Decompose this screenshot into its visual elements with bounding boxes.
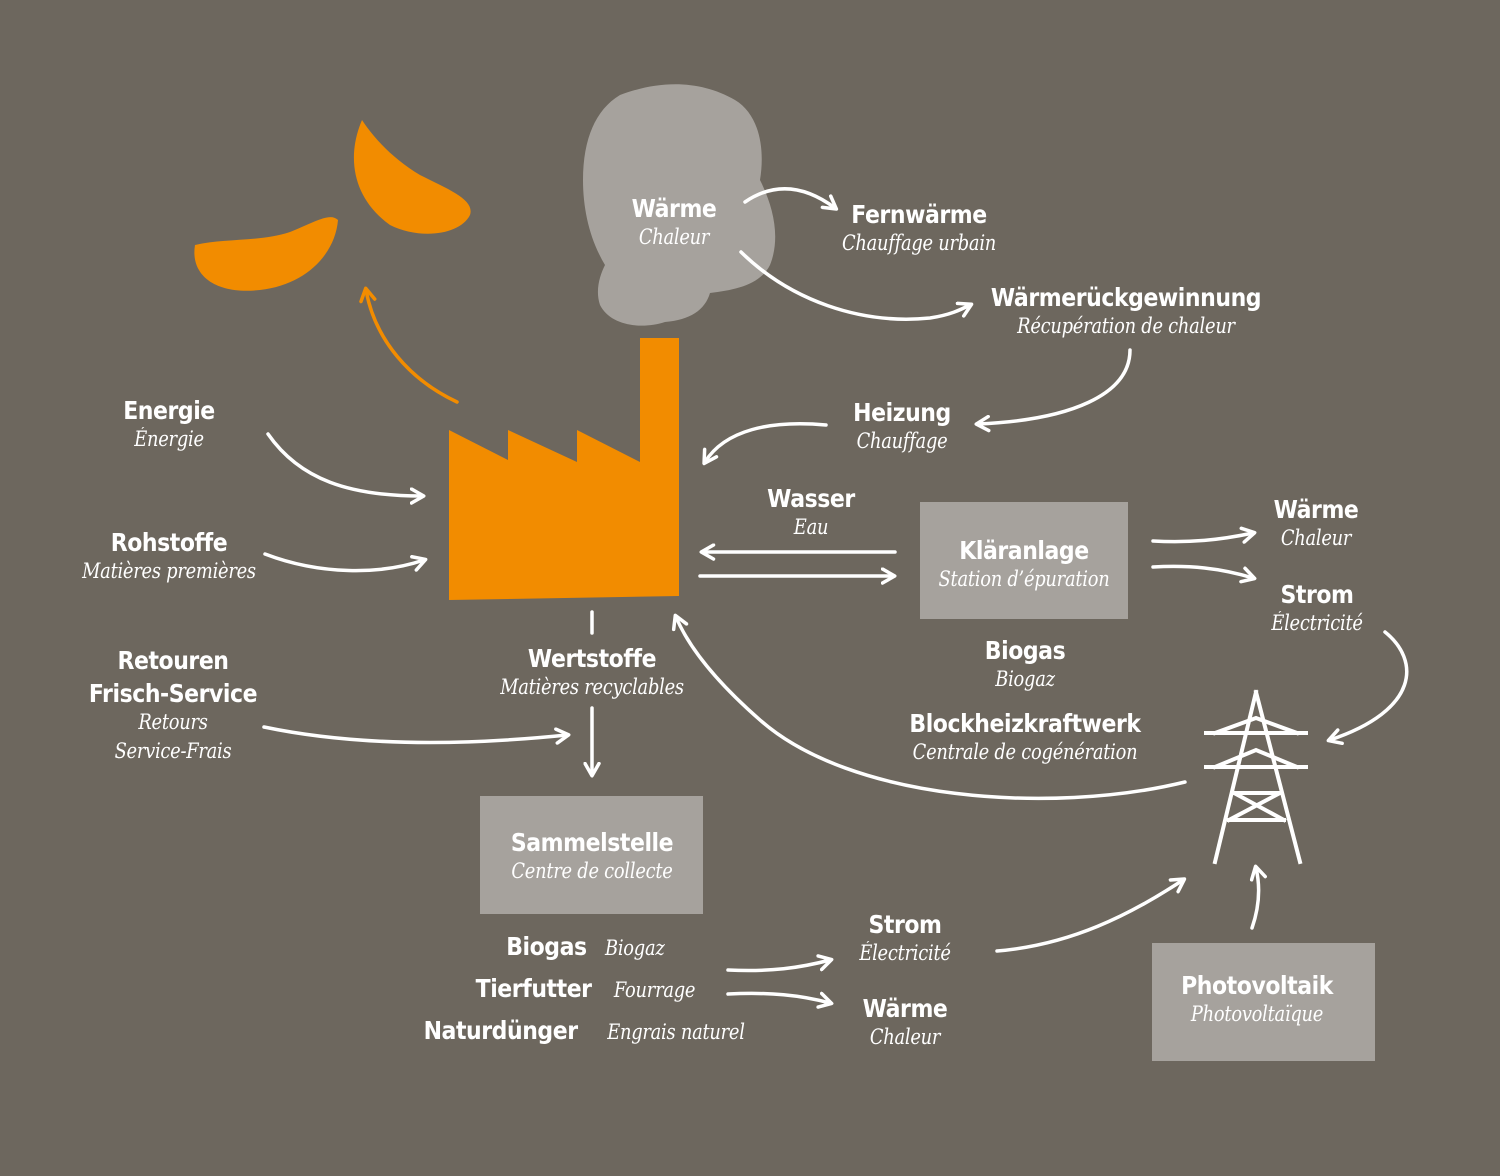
output-natural-fertilizer: Naturdünger Engrais naturel (423, 1016, 745, 1045)
arrow-power-to-pylon (1326, 630, 1409, 746)
cloud-heat-label: Wärme Chaleur (631, 194, 717, 249)
cloud-icon (583, 84, 776, 326)
arrow-pylon-to-factory (671, 613, 1187, 801)
output-animal-feed: Tierfutter Fourrage (475, 974, 696, 1003)
leaf-icon (194, 217, 338, 291)
arrow-plant-to-heat (1151, 526, 1257, 544)
collection-point-label: Sammelstelle Centre de collecte (510, 828, 674, 883)
water-label: Wasser Eau (767, 484, 855, 539)
arrow-heating-to-factory (702, 422, 828, 466)
chp-label: Blockheizkraftwerk Centrale de cogénérat… (909, 709, 1141, 764)
bottom-heat-label: Wärme Chaleur (862, 994, 948, 1049)
photovoltaic-box (1152, 943, 1375, 1061)
emission-arrow (359, 286, 459, 404)
returns-label: Retouren Frisch-Service Retours Service-… (88, 646, 258, 763)
biogas-label: Biogas Biogaz (984, 636, 1066, 691)
plant-power-label: Strom Électricité (1271, 580, 1363, 635)
heating-label: Heizung Chauffage (853, 398, 951, 453)
district-heating-label: Fernwärme Chauffage urbain (841, 200, 997, 255)
output-biogas: Biogas Biogaz (506, 932, 665, 961)
arrow-pv-to-pylon (1249, 864, 1267, 930)
photovoltaic-label: Photovoltaik Photovoltaïque (1181, 971, 1333, 1026)
energy-label: Energie Énergie (123, 396, 215, 451)
factory-icon (449, 338, 679, 600)
treatment-plant-box (920, 502, 1128, 619)
arrow-raw-materials-to-factory (263, 552, 428, 573)
arrow-outputs-to-heat (726, 991, 834, 1009)
raw-materials-label: Rohstoffe Matières premières (82, 528, 256, 583)
collection-point-box (480, 796, 703, 914)
arrow-cloud-to-district-heating (743, 187, 839, 211)
arrow-returns-to-recyclables (262, 725, 571, 745)
arrow-energy-to-factory (266, 432, 426, 505)
heat-recovery-label: Wärmerückgewinnung Récupération de chale… (990, 283, 1262, 338)
arrow-power-to-pylon-bottom (995, 877, 1187, 953)
leaf-icon (353, 120, 471, 234)
recyclables-label: Wertstoffe Matières recyclables (500, 644, 684, 699)
arrow-plant-to-power (1151, 564, 1257, 584)
plant-heat-label: Wärme Chaleur (1273, 495, 1359, 550)
treatment-plant-label: Kläranlage Station d’épuration (938, 536, 1110, 591)
arrow-outputs-to-power (726, 954, 834, 973)
bottom-power-label: Strom Électricité (859, 910, 951, 965)
power-pylon-icon (1204, 689, 1308, 865)
arrow-cloud-to-heat-recovery (739, 250, 974, 321)
arrow-heat-recovery-to-heating (974, 348, 1132, 433)
